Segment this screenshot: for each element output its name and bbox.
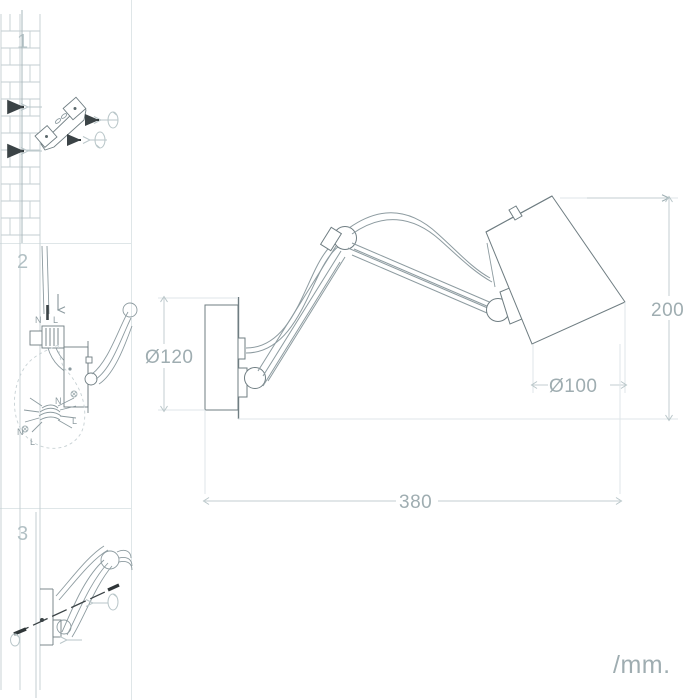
upper-arm-cable-tube	[348, 212, 493, 283]
wire-connection-detail-2	[14, 344, 86, 449]
shade-inner-edge	[486, 242, 496, 288]
step-3-number: 3	[17, 523, 28, 545]
lamp-arm-3	[55, 545, 133, 638]
dimension-label-diam-120: Ø120	[145, 347, 193, 368]
lower-pivot-joint	[244, 367, 266, 389]
brick-wall-1	[0, 14, 41, 690]
dimension-height-200: 200	[238, 197, 689, 422]
step-1-number: 1	[17, 31, 28, 53]
detail-label-live-2: L	[30, 437, 35, 447]
twisted-wires-detail-2	[23, 397, 77, 433]
wall-bracket-1	[34, 96, 87, 151]
dimension-label-380: 380	[399, 492, 432, 513]
lower-arm-segment	[257, 245, 346, 387]
dimension-label-diam-100: Ø100	[549, 376, 597, 397]
unit-label: /mm.	[613, 651, 671, 679]
terminal-block-2	[29, 325, 65, 349]
terminal-label-live: L	[53, 315, 58, 325]
supply-cable-2	[41, 245, 50, 320]
dimension-label-200: 200	[651, 300, 684, 321]
main-elevation-drawing	[204, 195, 626, 419]
wall-backplate	[204, 304, 248, 411]
terminal-label-neutral: N	[35, 315, 42, 325]
lamp-arm-2	[91, 302, 138, 385]
dimension-projection-380: 380	[202, 344, 623, 513]
tool-3	[13, 583, 120, 636]
step-2-panel: 2 N L	[14, 245, 138, 449]
detail-label-neutral-2: N	[17, 427, 24, 437]
detail-label-neutral: N	[55, 396, 62, 406]
dimension-backplate-120: Ø120	[144, 295, 238, 413]
detail-terminal-marks-2	[21, 390, 78, 433]
step-1-panel: 1	[0, 10, 119, 690]
panel-dividers	[0, 0, 132, 700]
rotation-arrows-1	[94, 111, 119, 149]
backplate-3	[40, 588, 62, 646]
push-arrows-1	[67, 114, 99, 146]
arm-collar	[319, 226, 343, 252]
detail-label-live: L	[72, 416, 77, 426]
rotation-arrows-3	[10, 593, 119, 647]
step-2-number: 2	[17, 251, 28, 273]
lamp-shade	[485, 195, 626, 345]
backplate-2	[63, 341, 98, 413]
assembly-arrows-1	[28, 107, 118, 151]
step-3-panel: 3	[10, 512, 133, 698]
upper-arm-segment	[347, 242, 497, 317]
dimension-shade-100: Ø100	[530, 302, 628, 397]
